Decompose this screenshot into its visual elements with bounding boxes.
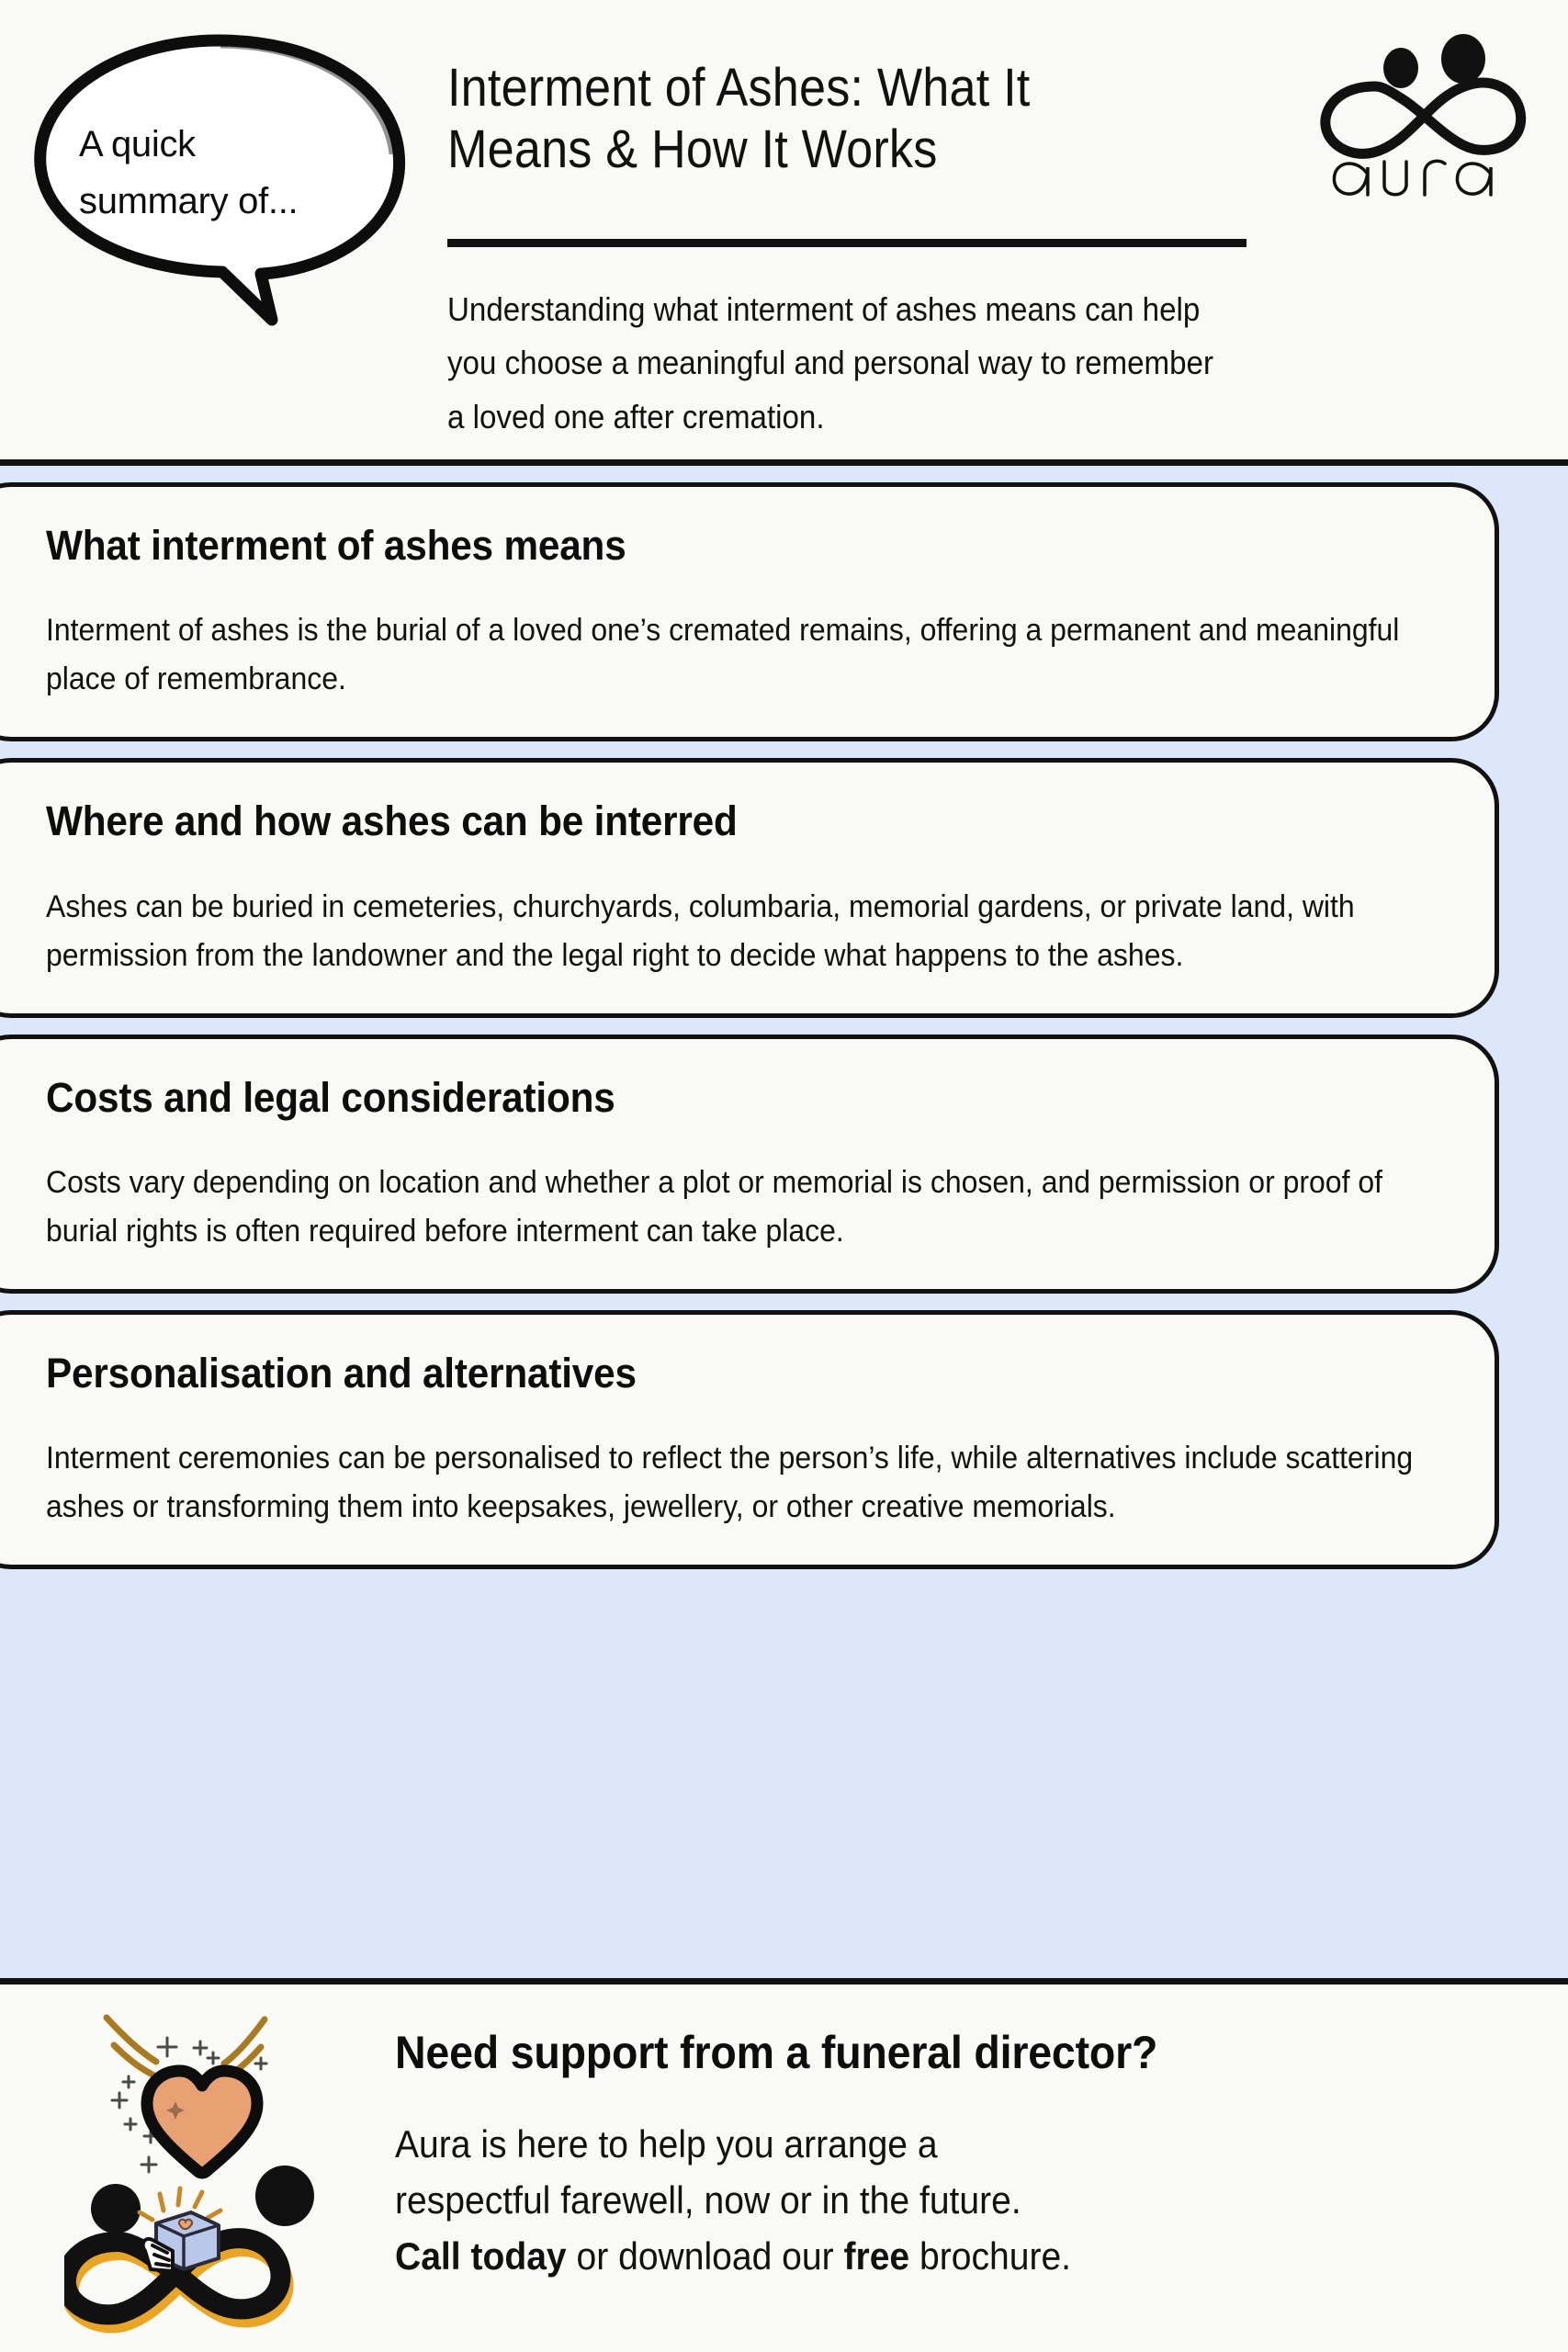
header-divider (0, 459, 1568, 466)
page-subtitle: Understanding what interment of ashes me… (447, 290, 1214, 435)
gift-box-icon (137, 2186, 223, 2273)
speech-bubble: A quick summary of... (26, 28, 412, 331)
card-costs-and-legal: Costs and legal considerations Costs var… (0, 1034, 1499, 1294)
footer-copy: Need support from a funeral director? Au… (377, 2005, 1568, 2285)
card-title: What interment of ashes means (46, 522, 626, 569)
card-body: Interment of ashes is the burial of a lo… (46, 613, 1400, 697)
page-title: Interment of Ashes: What It Means & How … (447, 58, 1031, 180)
card-what-interment-means: What interment of ashes means Interment … (0, 482, 1499, 742)
footer-line-3-end: brochure. (909, 2233, 1072, 2278)
free-emphasis: free (843, 2233, 910, 2278)
footer-divider (0, 1978, 1568, 1984)
footer-line-1: Aura is here to help you arrange a (395, 2122, 938, 2165)
infinity-icon (1320, 34, 1527, 159)
infinity-icon (64, 2228, 291, 2325)
footer-line-3-mid: or download our (566, 2233, 844, 2278)
footer-paragraph: Aura is here to help you arrange a respe… (395, 2117, 1486, 2285)
footer-cta: Need support from a funeral director? Au… (0, 1984, 1568, 2352)
card-personalisation: Personalisation and alternatives Interme… (0, 1309, 1499, 1570)
content-section: What interment of ashes means Interment … (0, 466, 1568, 1978)
header: A quick summary of... Interment of Ashes… (0, 0, 1568, 459)
heart-icon (141, 2064, 264, 2179)
title-underline (447, 239, 1247, 247)
card-body: Ashes can be buried in cemeteries, churc… (46, 888, 1355, 973)
footer-line-2: respectful farewell, now or in the futur… (395, 2177, 1021, 2222)
card-body: Costs vary depending on location and whe… (46, 1164, 1382, 1249)
card-where-and-how: Where and how ashes can be interred Ashe… (0, 758, 1499, 1018)
card-title: Personalisation and alternatives (46, 1349, 637, 1396)
aura-logo (1311, 29, 1540, 199)
figure-head-right (255, 2165, 314, 2226)
figure-head-left (91, 2184, 141, 2233)
call-today-emphasis: Call today (395, 2233, 567, 2278)
footer-heading: Need support from a funeral director? (395, 2027, 1158, 2078)
card-title: Where and how ashes can be interred (46, 797, 738, 845)
aura-wordmark (1332, 159, 1493, 197)
speech-bubble-label: A quick summary of... (79, 124, 299, 221)
card-title: Costs and legal considerations (46, 1073, 615, 1121)
heart-and-figures-illustration (64, 2005, 377, 2335)
card-body: Interment ceremonies can be personalised… (46, 1441, 1414, 1525)
